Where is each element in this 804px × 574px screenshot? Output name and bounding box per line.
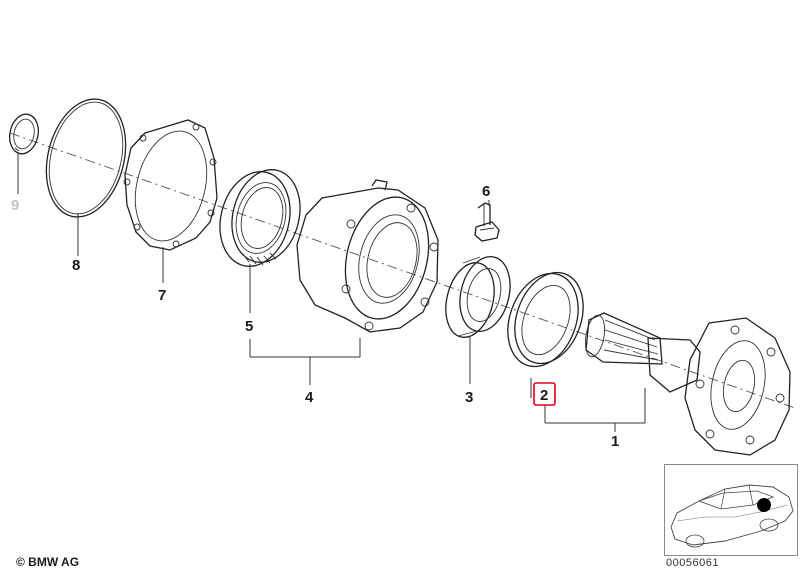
part-5-bearing[interactable] [210, 162, 309, 273]
part-4-bearing-housing[interactable] [296, 179, 441, 333]
part-9-snap-ring[interactable] [6, 112, 42, 157]
part-label-7[interactable]: 7 [158, 287, 166, 304]
part-label-3[interactable]: 3 [465, 389, 473, 406]
part-label-6[interactable]: 6 [482, 183, 490, 200]
part-label-4[interactable]: 4 [305, 389, 314, 406]
part-label-1[interactable]: 1 [611, 433, 619, 450]
part-label-2[interactable]: 2 [540, 387, 548, 404]
vehicle-location-thumbnail[interactable] [664, 464, 798, 556]
location-marker-icon [757, 498, 771, 512]
center-axis [9, 132, 796, 409]
part-2-highlight-box [533, 382, 556, 406]
leader-lines [17, 152, 646, 432]
copyright-text: © BMW AG [16, 555, 80, 569]
car-location-icon [670, 484, 794, 548]
part-8-o-ring[interactable] [35, 91, 138, 226]
part-label-5[interactable]: 5 [245, 318, 253, 335]
part-6-bolt[interactable] [474, 202, 500, 242]
part-3-shaft-seal[interactable] [438, 251, 517, 342]
part-1-output-flange[interactable] [582, 312, 791, 456]
part-7-gasket[interactable] [123, 119, 218, 251]
diagram-number: 00056061 [666, 557, 719, 569]
part-label-9[interactable]: 9 [11, 197, 19, 214]
part-label-8[interactable]: 8 [72, 257, 80, 274]
part-2-seal-ring[interactable] [496, 263, 596, 377]
